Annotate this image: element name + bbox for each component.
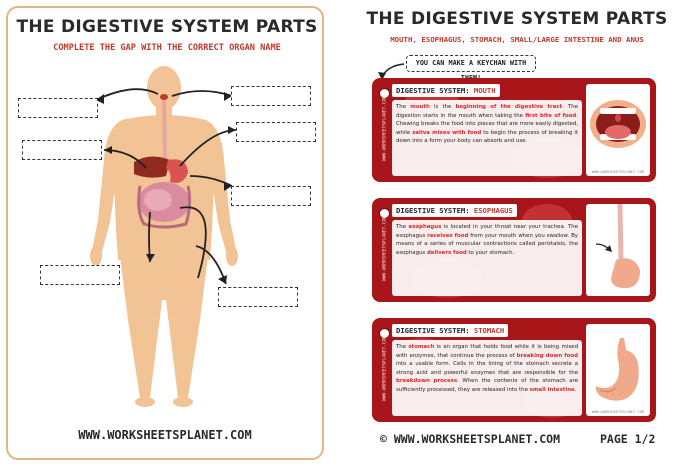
answer-gap-4[interactable] [22, 140, 102, 160]
side-url: WWW.WORKSHEETSPLANET.COM [382, 95, 388, 162]
cards-title: THE DIGESTIVE SYSTEM PARTS [366, 9, 668, 29]
card-description: The esophagus is located in your throat … [392, 220, 582, 296]
answer-gap-1[interactable] [18, 98, 98, 118]
worksheet-footer-url: WWW.WORKSHEETSPLANET.COM [78, 428, 252, 442]
keychain-hole [379, 88, 390, 99]
answer-gap-7[interactable] [218, 287, 298, 307]
answer-gap-2[interactable] [231, 86, 311, 106]
answer-gap-6[interactable] [40, 265, 120, 285]
cards-footer-url: © WWW.WORKSHEETSPLANET.COM [380, 432, 561, 446]
side-url: WWW.WORKSHEETSPLANET.COM [382, 335, 388, 402]
image-credit: WWW.WORKSHEETSPLANET.COM [592, 410, 644, 414]
image-credit: WWW.WORKSHEETSPLANET.COM [592, 170, 644, 174]
card-heading: DIGESTIVE SYSTEM: MOUTH [392, 84, 500, 97]
worksheet-instructions: COMPLETE THE GAP WITH THE CORRECT ORGAN … [53, 43, 281, 53]
mouth-illustration: WWW.WORKSHEETSPLANET.COM [586, 84, 650, 176]
answer-gap-5[interactable] [231, 186, 311, 206]
card-mouth: WWW.WORKSHEETSPLANET.COM DIGESTIVE SYSTE… [372, 78, 656, 182]
card-description: The stomach is an organ that holds food … [392, 340, 582, 416]
stomach-illustration: WWW.WORKSHEETSPLANET.COM [586, 324, 650, 416]
keychain-note: YOU CAN MAKE A KEYCHAN WITH THEM! [406, 55, 536, 82]
answer-gap-3[interactable] [236, 122, 316, 142]
esophagus-illustration [586, 204, 650, 296]
card-esophagus: WWW.WORKSHEETSPLANET.COM DIGESTIVE SYSTE… [372, 198, 656, 302]
worksheet-title: THE DIGESTIVE SYSTEM PARTS [16, 17, 318, 37]
card-stomach: WWW.WORKSHEETSPLANET.COM DIGESTIVE SYSTE… [372, 318, 656, 422]
card-description: The mouth is the beginning of the digest… [392, 100, 582, 176]
card-heading: DIGESTIVE SYSTEM: ESOPHAGUS [392, 204, 517, 217]
card-heading: DIGESTIVE SYSTEM: STOMACH [392, 324, 509, 337]
keychain-hole [379, 328, 390, 339]
page-number: PAGE 1/2 [600, 432, 656, 446]
keychain-hole [379, 208, 390, 219]
cards-subtitle: MOUTH, ESOPHAGUS, STOMACH, SMALL/LARGE I… [390, 35, 644, 44]
side-url: WWW.WORKSHEETSPLANET.COM [382, 215, 388, 282]
